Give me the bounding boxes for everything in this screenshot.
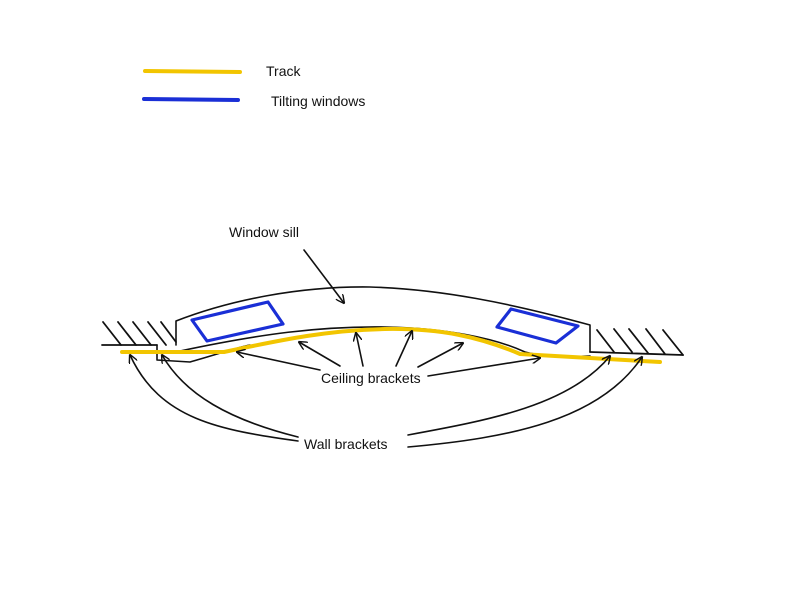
right-wall-hatching xyxy=(589,328,684,356)
wall-bracket-arrows xyxy=(130,355,642,448)
legend-label-tilting-windows: Tilting windows xyxy=(271,93,365,109)
track-line xyxy=(120,326,662,364)
tilting-window-right xyxy=(495,307,580,345)
legend-label-track: Track xyxy=(266,63,301,79)
legend: Track Tilting windows xyxy=(142,63,365,109)
arrow-window-sill xyxy=(303,249,344,303)
ceiling-bracket-arrows xyxy=(237,331,540,377)
tilting-window-left xyxy=(190,300,285,343)
legend-swatch-tilting-windows xyxy=(142,97,240,102)
label-window-sill: Window sill xyxy=(229,224,299,240)
legend-swatch-track xyxy=(143,69,242,74)
left-wall-hatching xyxy=(101,321,177,346)
label-ceiling-brackets: Ceiling brackets xyxy=(321,370,421,386)
label-wall-brackets: Wall brackets xyxy=(304,436,388,452)
